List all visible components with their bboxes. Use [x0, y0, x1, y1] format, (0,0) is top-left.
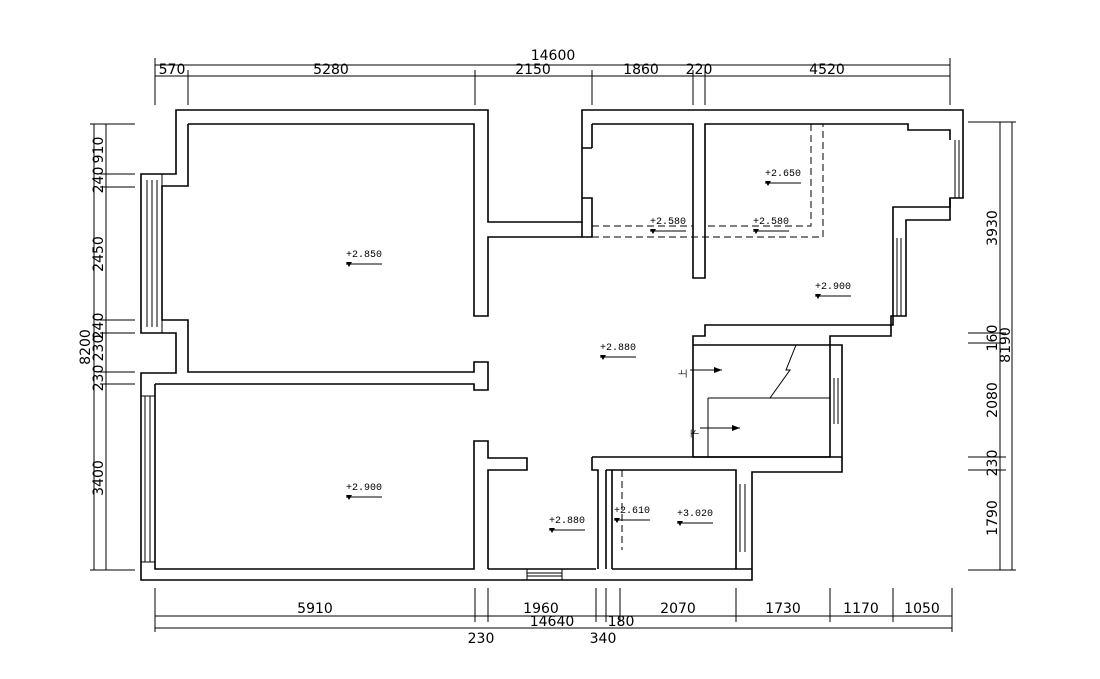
outer-wall	[140, 109, 964, 581]
dim-top-5: 220	[686, 62, 713, 78]
dim-bottom-total: 14640	[530, 614, 575, 630]
dim-left-1: 910	[91, 137, 107, 164]
svg-text:+2.580: +2.580	[650, 217, 686, 228]
bottom-dimension-chain: 5910 1960 2070 1730 1170 1050 180 14640 …	[154, 588, 953, 647]
stair-down-arrow: 下	[691, 425, 740, 438]
dim-left-total: 8200	[78, 329, 94, 365]
dim-left-7: 3400	[91, 460, 107, 496]
dim-right-5: 1790	[985, 500, 1001, 536]
dim-left-4: 240	[91, 313, 107, 340]
bedroom-2-wall	[154, 384, 528, 570]
right-dimension-chain: 3930 160 2080 230 1790 8190	[968, 121, 1016, 571]
window-right-stair	[833, 378, 839, 424]
window-left-bottom	[141, 395, 155, 563]
dashed-lines	[592, 124, 824, 569]
dim-bottom-extra-1: 230	[468, 631, 495, 647]
dim-left-6: 230	[91, 365, 107, 392]
dim-top-6: 4520	[809, 62, 845, 78]
dim-top-4: 1860	[623, 62, 659, 78]
dim-left-5: 230	[91, 335, 107, 362]
dim-bottom-extra-2: 340	[590, 631, 617, 647]
level-marker: +2.610	[614, 506, 650, 523]
bedroom-1-wall	[188, 123, 583, 317]
stair-box	[693, 344, 831, 458]
svg-text:+2.900: +2.900	[346, 483, 382, 494]
dim-bottom-5: 1170	[843, 601, 879, 617]
window-right-mid	[896, 238, 902, 316]
svg-text:+2.880: +2.880	[600, 343, 636, 354]
svg-text:+2.610: +2.610	[614, 506, 650, 517]
dim-right-total: 8190	[998, 327, 1014, 363]
level-marker: +2.900	[346, 483, 382, 500]
level-marker: +2.900	[815, 282, 851, 299]
left-dimension-chain: 910 240 2450 240 230 230 3400 8200	[78, 123, 135, 571]
dim-bottom-small: 180	[608, 614, 635, 630]
level-marker: +2.850	[346, 250, 382, 267]
dim-top-total: 14600	[531, 48, 576, 64]
dim-right-2: 160	[985, 325, 1001, 352]
stair-up-label: 上	[678, 369, 689, 378]
level-marker: +2.880	[600, 343, 636, 360]
level-marker: +2.580	[753, 217, 789, 234]
dim-top-3: 2150	[515, 62, 551, 78]
dim-bottom-4: 1730	[765, 601, 801, 617]
svg-text:+2.850: +2.850	[346, 250, 382, 261]
dim-top-1: 570	[159, 62, 186, 78]
svg-text:+2.880: +2.880	[549, 516, 585, 527]
svg-text:+2.650: +2.650	[765, 169, 801, 180]
level-markers: +2.850 +2.900 +2.880 +2.580 +2.580 +2.65…	[346, 169, 851, 533]
dim-right-3: 2080	[985, 382, 1001, 418]
window-right-top	[954, 140, 960, 198]
dim-bottom-2: 1960	[523, 601, 559, 617]
svg-text:+2.580: +2.580	[753, 217, 789, 228]
stair-up-arrow: 上	[678, 367, 722, 378]
dim-top-2: 5280	[313, 62, 349, 78]
stair-down-label: 下	[691, 429, 701, 438]
dim-bottom-3: 2070	[660, 601, 696, 617]
dim-bottom-1: 5910	[297, 601, 333, 617]
top-dimension-chain: 14600 570 5280 2150 1860 220 4520	[154, 48, 951, 105]
window-bottom	[526, 568, 563, 581]
level-marker: +2.650	[765, 169, 801, 186]
window-right-bottom	[739, 484, 746, 552]
dim-left-2: 240	[91, 167, 107, 194]
level-marker: +2.580	[650, 217, 686, 234]
room-top-middle-wall	[582, 123, 951, 279]
svg-text:+2.900: +2.900	[815, 282, 851, 293]
level-marker: +2.880	[549, 516, 585, 533]
windows	[140, 140, 960, 581]
stair-break-line	[769, 344, 797, 399]
window-left-top	[140, 173, 163, 334]
level-marker: +3.020	[677, 509, 713, 526]
walls	[140, 109, 964, 581]
dim-right-1: 3930	[985, 210, 1001, 246]
dim-left-3: 2450	[91, 236, 107, 272]
dim-right-4: 230	[985, 450, 1001, 477]
dim-bottom-6: 1050	[904, 601, 940, 617]
svg-text:+3.020: +3.020	[677, 509, 713, 520]
